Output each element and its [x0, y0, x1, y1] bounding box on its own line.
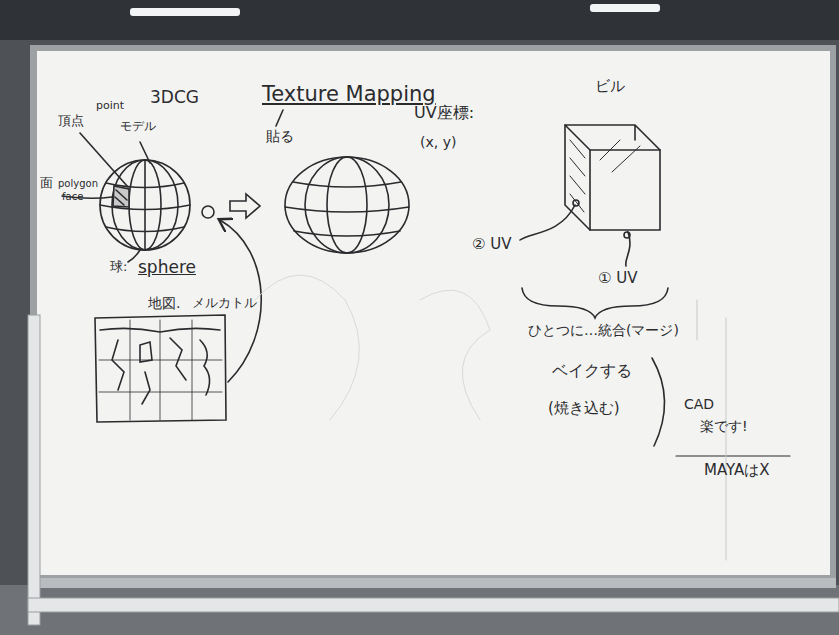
- note-text: 貼る: [266, 128, 294, 144]
- bracket: [652, 358, 665, 446]
- callout-number: ② UV: [472, 236, 511, 253]
- part-name: 球:: [110, 260, 127, 275]
- ceiling: [0, 0, 839, 40]
- cube: [590, 150, 660, 230]
- sphere-meridian: [327, 157, 367, 253]
- part-name: face: [62, 191, 83, 203]
- part-name: 地図.: [148, 295, 180, 311]
- note-text: UV座標:: [414, 104, 474, 122]
- hollow-arrow: [230, 194, 260, 218]
- sphere-latitude: [285, 207, 409, 212]
- note-text: (焼き込む): [548, 400, 620, 417]
- sphere-meridian: [129, 160, 161, 250]
- sphere-meridian: [144, 160, 146, 250]
- floor: [0, 585, 839, 635]
- board-frame: [30, 45, 836, 583]
- erased-mark: [255, 275, 490, 420]
- sphere-meridian: [112, 160, 178, 250]
- part-name: 頂点: [58, 114, 84, 129]
- leader-line: [520, 205, 575, 240]
- sphere-model: [100, 160, 190, 250]
- board-title: Texture Mapping: [262, 82, 436, 106]
- face-hatch: [115, 190, 127, 205]
- board-tray: [30, 578, 836, 588]
- cube: [565, 125, 660, 150]
- note-text: (x, y): [420, 134, 456, 150]
- uv-dot: [624, 232, 630, 238]
- sphere-latitude: [106, 227, 184, 232]
- ceiling-light: [590, 4, 660, 12]
- note-text: 楽です!: [700, 418, 748, 434]
- cube-hatch: [570, 140, 585, 212]
- note-text: CAD: [684, 396, 714, 412]
- stand-bar: [28, 598, 839, 612]
- brace: [522, 288, 668, 318]
- part-name: sphere: [138, 258, 196, 278]
- note-text: 3DCG: [150, 88, 199, 108]
- callout-number: ① UV: [598, 270, 637, 287]
- leader-line: [140, 142, 150, 163]
- part-name: ビル: [595, 78, 625, 95]
- map-grid: [99, 320, 222, 420]
- part-name: 面: [40, 176, 53, 191]
- note-text: ベイクする: [552, 362, 632, 380]
- map-texture: [95, 315, 226, 422]
- sphere-latitude: [294, 231, 400, 236]
- mapped-sphere: [285, 157, 409, 253]
- part-name: polygon: [58, 178, 98, 190]
- part-name: メルカトル: [192, 296, 257, 311]
- note-text: ひとつに…統合(マージ): [528, 322, 679, 338]
- sphere-meridian: [305, 157, 389, 253]
- ceiling-light: [130, 8, 240, 16]
- target-circle: [202, 206, 214, 218]
- cube-hatch: [600, 140, 640, 172]
- board-surface: [37, 51, 830, 575]
- underline: [676, 455, 790, 456]
- part-name: モデル: [120, 120, 156, 134]
- note-text: MAYAはX: [704, 462, 770, 479]
- leader-line: [276, 110, 283, 126]
- stand-leg: [28, 315, 40, 625]
- sphere-latitude: [293, 182, 401, 187]
- part-name: point: [96, 100, 124, 113]
- map-continent: [112, 338, 210, 404]
- uv-dot: [573, 200, 579, 206]
- face-hatch: [113, 186, 129, 207]
